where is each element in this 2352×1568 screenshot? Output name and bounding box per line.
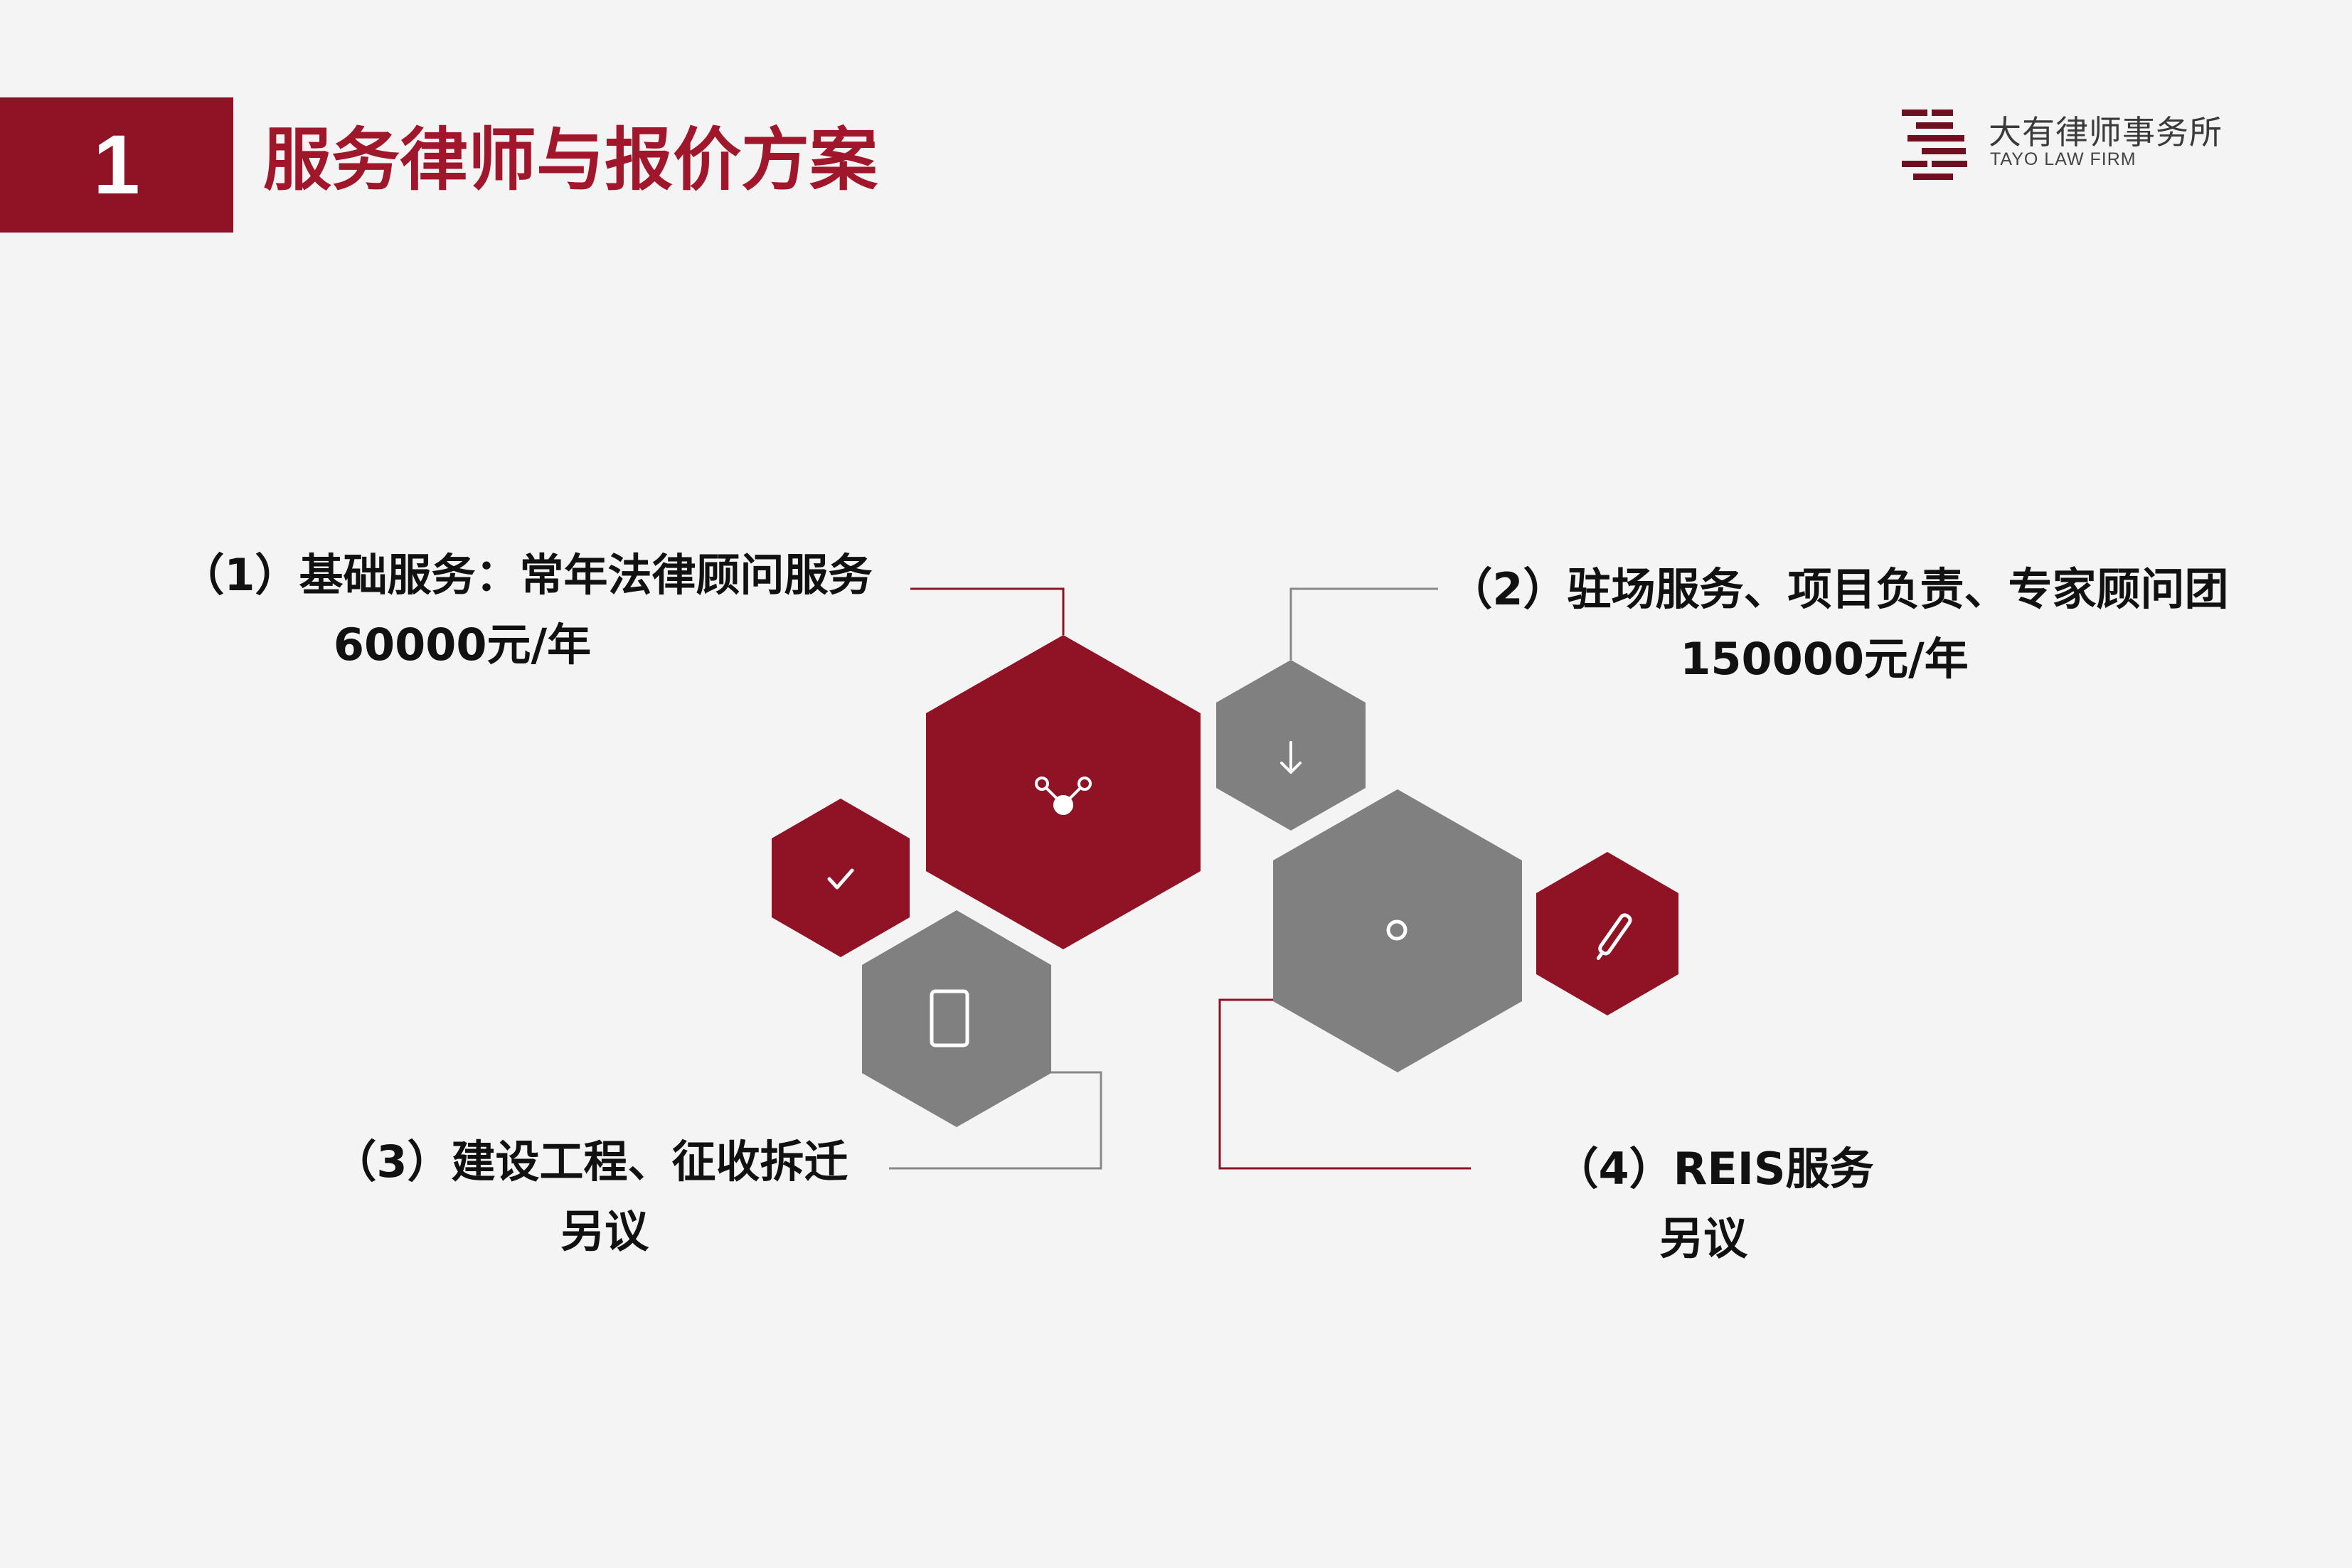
service-price-4: 另议 — [1659, 1212, 1747, 1264]
hexagon-large-red — [926, 635, 1201, 949]
connector-line-1 — [910, 587, 1065, 635]
tayo-logo-icon — [1902, 110, 1967, 180]
service-label-4: （4）REIS服务 另议 — [1515, 1134, 1913, 1274]
logo-name: 大有律师事务所 — [1989, 113, 2223, 151]
hexagon-large-gray — [1273, 789, 1522, 1072]
hexagon-small-red-left — [772, 799, 910, 957]
page-title: 服务律师与报价方案 — [263, 120, 878, 200]
hexagon-medium-gray-left — [862, 910, 1051, 1127]
circle-icon — [1386, 919, 1408, 941]
download-icon — [1280, 741, 1302, 774]
check-icon — [827, 868, 854, 890]
service-title-2: （2）驻场服务、项目负责、专家顾问团 — [1448, 563, 2229, 615]
share-icon — [1035, 777, 1092, 815]
connector-line-4 — [1218, 998, 1471, 1170]
section-number-box: 1 — [0, 97, 233, 233]
service-label-1: （1）基础服务：常年法律顾问服务 60000元/年 — [149, 540, 903, 680]
logo: 大有律师事务所 TAYO LAW FIRM — [1900, 104, 2228, 182]
pen-icon — [1596, 913, 1632, 960]
service-title-4: （4）REIS服务 — [1554, 1143, 1874, 1195]
connector-line-2 — [1289, 587, 1438, 660]
tablet-icon — [930, 989, 969, 1047]
service-title-3: （3）建设工程、征收拆迁 — [332, 1136, 848, 1188]
section-number: 1 — [93, 118, 140, 212]
logo-subtitle: TAYO LAW FIRM — [1990, 149, 2137, 169]
service-price-2: 150000元/年 — [1680, 633, 1969, 685]
service-title-1: （1）基础服务：常年法律顾问服务 — [180, 549, 873, 601]
service-label-3: （3）建设工程、征收拆迁 另议 — [320, 1127, 861, 1266]
connector-line-3 — [889, 1071, 1102, 1170]
service-price-3: 另议 — [560, 1205, 649, 1257]
service-price-1: 60000元/年 — [333, 619, 592, 671]
service-label-2: （2）驻场服务、项目负责、专家顾问团 150000元/年 — [1444, 555, 2233, 694]
